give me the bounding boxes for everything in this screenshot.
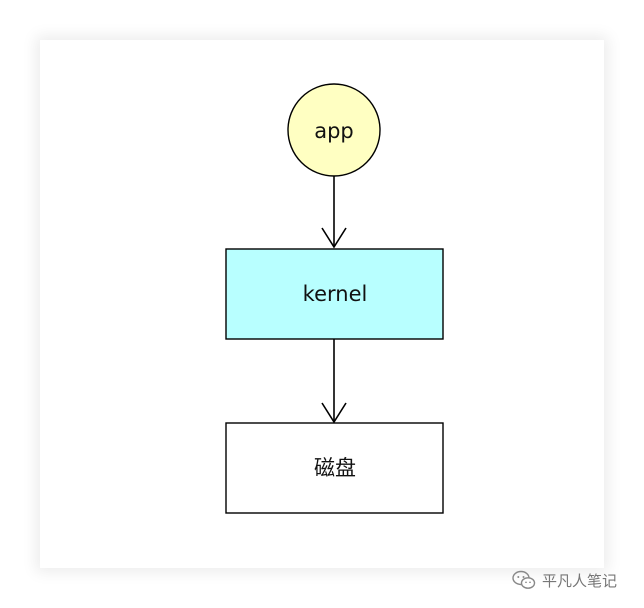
watermark: 平凡人笔记 bbox=[512, 568, 617, 592]
node-kernel-shape bbox=[225, 248, 444, 340]
node-kernel-label: kernel bbox=[303, 282, 368, 306]
node-disk: 磁盘 bbox=[225, 422, 444, 514]
wechat-icon bbox=[512, 570, 536, 589]
watermark-text: 平凡人笔记 bbox=[542, 571, 618, 590]
node-app: app bbox=[287, 83, 381, 177]
node-app-label: app bbox=[314, 119, 354, 143]
node-app-shape bbox=[287, 83, 381, 177]
node-disk-label: 磁盘 bbox=[314, 456, 356, 480]
edge-app-to-kernel bbox=[321, 176, 347, 249]
node-disk-shape bbox=[225, 422, 444, 514]
node-kernel: kernel bbox=[225, 248, 444, 340]
edge-kernel-to-disk bbox=[321, 339, 347, 424]
